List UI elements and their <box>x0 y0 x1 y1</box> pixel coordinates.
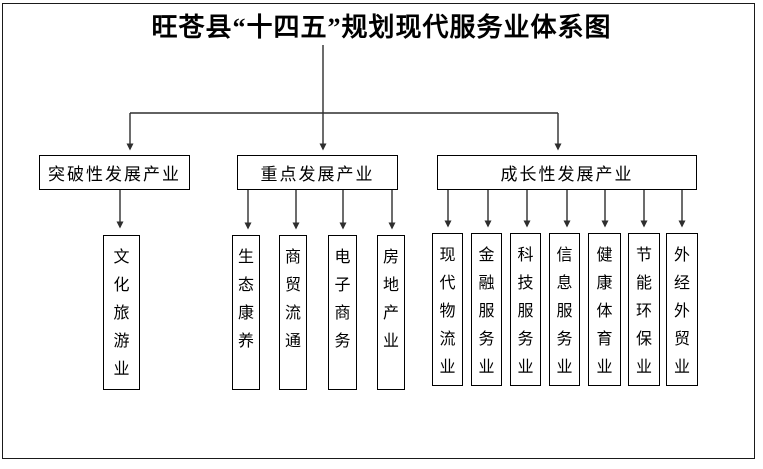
leaf-box-modern-logistics: 现代物流业 <box>432 233 463 386</box>
leaf-label: 科技服务业 <box>517 247 534 376</box>
leaf-box-health-sports: 健康体育业 <box>588 233 621 386</box>
leaf-box-info-services: 信息服务业 <box>549 233 580 386</box>
leaf-label: 健康体育业 <box>596 247 613 376</box>
leaf-box-financial-services: 金融服务业 <box>471 233 502 386</box>
leaf-label: 房地产业 <box>382 249 399 350</box>
branch-box-key: 重点发展产业 <box>237 155 398 190</box>
diagram-title: 旺苍县“十四五”规划现代服务业体系图 <box>151 13 612 42</box>
leaf-label: 文化旅游业 <box>113 249 130 378</box>
branch-label: 成长性发展产业 <box>500 165 634 184</box>
leaf-label: 信息服务业 <box>556 247 573 376</box>
leaf-box-foreign-trade: 外经外贸业 <box>666 233 698 386</box>
branch-label: 突破性发展产业 <box>48 165 181 184</box>
leaf-box-energy-environment: 节能环保业 <box>628 233 660 386</box>
leaf-box-tech-services: 科技服务业 <box>510 233 541 386</box>
outer-border <box>2 3 755 459</box>
leaf-box-culture-tourism: 文化旅游业 <box>103 235 140 390</box>
leaf-label: 节能环保业 <box>635 247 652 376</box>
branch-box-growth: 成长性发展产业 <box>437 155 697 190</box>
leaf-label: 外经外贸业 <box>673 247 690 376</box>
leaf-box-ecommerce: 电子商务 <box>328 235 357 390</box>
leaf-label: 金融服务业 <box>478 247 495 376</box>
leaf-label: 生态康养 <box>237 249 254 350</box>
leaf-box-real-estate: 房地产业 <box>377 235 405 390</box>
leaf-box-trade-circulation: 商贸流通 <box>279 235 307 390</box>
leaf-label: 电子商务 <box>334 249 351 350</box>
leaf-box-eco-wellness: 生态康养 <box>232 235 260 390</box>
leaf-label: 商贸流通 <box>284 249 301 350</box>
leaf-label: 现代物流业 <box>439 247 456 376</box>
branch-label: 重点发展产业 <box>260 165 375 184</box>
branch-box-breakthrough: 突破性发展产业 <box>39 155 190 190</box>
